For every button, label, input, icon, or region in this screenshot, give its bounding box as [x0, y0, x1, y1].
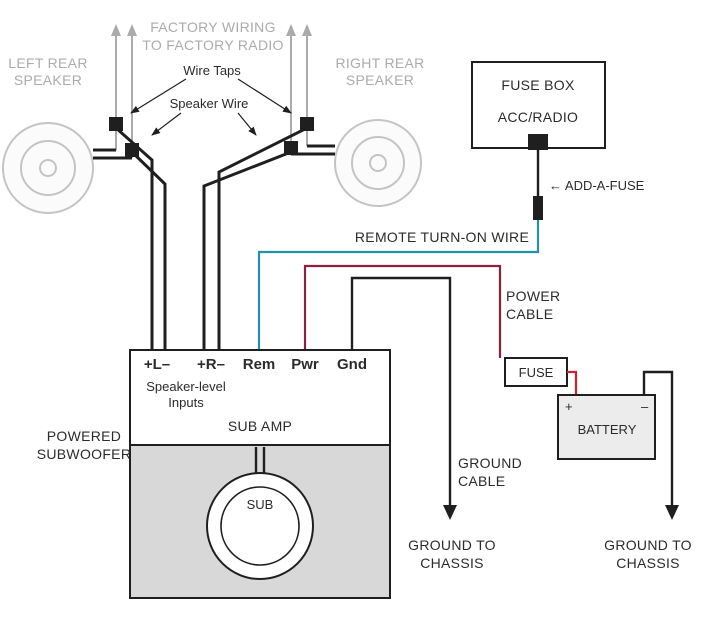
fuse-box-label: FUSE BOX — [501, 77, 575, 93]
powered-subwoofer-label-line2: SUBWOOFER — [37, 446, 131, 462]
fuse-box: FUSE BOX ACC/RADIO — [471, 61, 606, 150]
battery-label: BATTERY — [578, 422, 637, 437]
battery-ground-wire — [642, 370, 674, 506]
speaker-wire-arrow-left — [151, 112, 182, 136]
power-cable-label-line1: POWER — [506, 288, 560, 304]
ground-cable-label-line2: CABLE — [458, 473, 505, 489]
sub-amp-box — [129, 349, 391, 446]
sub-cone-ring — [220, 486, 300, 566]
speaker-wire-left — [115, 126, 154, 349]
right-speaker-label-line2: SPEAKER — [346, 72, 414, 88]
powered-subwoofer: +L– +R– Rem Pwr Gnd Speaker-level Inputs… — [129, 349, 391, 599]
speaker-dustcap — [369, 154, 387, 172]
remote-turn-on-label: REMOTE TURN-ON WIRE — [355, 229, 529, 245]
wire-tap — [300, 117, 314, 131]
speaker-ring — [351, 136, 405, 190]
speaker-wire-arrow-right — [237, 112, 257, 136]
fuse-to-battery-wire — [567, 370, 578, 396]
inline-fuse-label: FUSE — [519, 365, 554, 380]
speaker-outer — [334, 119, 422, 207]
right-speaker-label-line1: RIGHT REAR — [335, 55, 424, 71]
battery-minus-terminal: – — [641, 399, 649, 414]
sub-label: SUB — [247, 497, 274, 512]
speaker-wires-to-amp — [115, 126, 308, 349]
wire-tap — [109, 117, 123, 131]
wire-taps-arrow-right — [237, 78, 292, 114]
speaker-leads — [93, 144, 335, 160]
ground-cable-label-line1: GROUND — [458, 455, 522, 471]
add-a-fuse-label: ← ADD-A-FUSE — [549, 178, 645, 193]
battery-ground-arrow — [665, 505, 679, 520]
left-speaker-label-line1: LEFT REAR — [8, 55, 87, 71]
battery-outline — [557, 394, 656, 460]
speaker-wire-right — [217, 126, 308, 349]
battery-ground-chassis-line2: CHASSIS — [616, 555, 680, 571]
factory-label-line1: FACTORY WIRING — [150, 19, 276, 35]
amp-ground-chassis-line1: GROUND TO — [408, 537, 496, 553]
speaker-level-inputs-line2: Inputs — [168, 395, 204, 410]
fuse-box-tap — [528, 134, 548, 150]
battery-ground-chassis-line1: GROUND TO — [604, 537, 692, 553]
powered-subwoofer-label-line1: POWERED — [47, 428, 121, 444]
terminal-right-input: +R– — [197, 356, 225, 373]
terminal-power: Pwr — [291, 356, 319, 373]
speaker-wire-right — [202, 150, 292, 349]
left-speaker-label-line2: SPEAKER — [14, 72, 82, 88]
wire-taps-label: Wire Taps — [183, 63, 241, 78]
power-cable-wire — [303, 264, 502, 358]
ground-cable-arrow — [443, 505, 457, 520]
add-a-fuse-holder — [533, 196, 543, 220]
terminal-remote: Rem — [243, 356, 276, 373]
wire-taps-arrow-left — [130, 78, 187, 114]
acc-radio-label: ACC/RADIO — [498, 109, 579, 125]
power-cable-label-line2: CABLE — [506, 306, 553, 322]
speaker-wire-label: Speaker Wire — [170, 96, 249, 111]
sub-amp-label: SUB AMP — [228, 418, 292, 434]
sub-cone-outer — [206, 472, 314, 580]
amp-ground-chassis-line2: CHASSIS — [420, 555, 484, 571]
speaker-outer — [2, 122, 94, 214]
left-rear-speaker — [2, 122, 94, 214]
speaker-ring — [20, 140, 76, 196]
factory-label-line2: TO FACTORY RADIO — [142, 37, 283, 53]
wire-tap — [284, 141, 298, 155]
battery-plus-terminal: + — [565, 399, 573, 414]
remote-turn-on-wire — [257, 220, 540, 350]
speaker-dustcap — [39, 159, 57, 177]
speaker-level-inputs-line1: Speaker-level — [146, 379, 226, 394]
battery: + – BATTERY — [557, 394, 656, 460]
right-rear-speaker — [334, 119, 422, 207]
terminal-ground: Gnd — [337, 356, 367, 373]
speaker-wire-left — [130, 150, 167, 349]
inline-fuse — [504, 357, 568, 387]
ground-cable-wire — [350, 276, 452, 506]
terminal-left-input: +L– — [144, 356, 170, 373]
